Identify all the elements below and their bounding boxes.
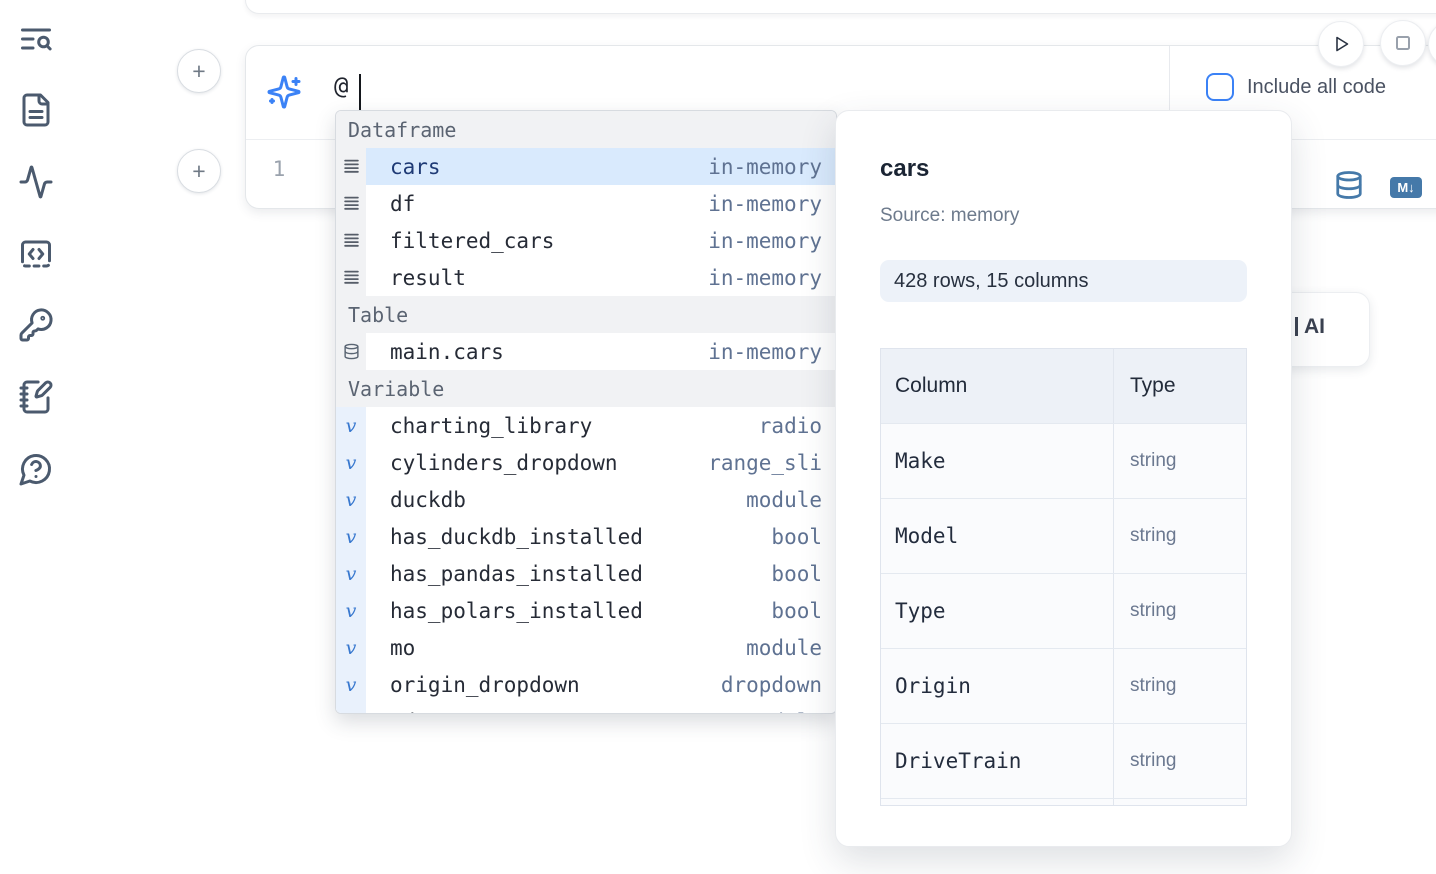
- dataframe-icon: [336, 222, 366, 259]
- autocomplete-item-result[interactable]: result in-memory: [336, 259, 836, 296]
- popup-title: cars: [880, 155, 930, 182]
- dataframe-icon: [336, 148, 366, 185]
- key-icon: [19, 308, 53, 342]
- variable-icon: v: [336, 407, 366, 444]
- section-header-dataframe: Dataframe: [336, 111, 836, 148]
- variable-icon: v: [336, 666, 366, 703]
- section-header-table: Table: [336, 296, 836, 333]
- clipped-letter: [1295, 317, 1298, 336]
- run-cell-button[interactable]: [1318, 21, 1364, 67]
- sidebar-item-contents-search[interactable]: [17, 20, 55, 58]
- autocomplete-item-origin-dropdown[interactable]: v origin_dropdown dropdown: [336, 666, 836, 703]
- variable-icon: v: [336, 592, 366, 629]
- section-header-variable: Variable: [336, 370, 836, 407]
- play-icon: [1336, 36, 1349, 52]
- schema-row-drivetrain: DriveTrain string: [881, 724, 1246, 799]
- sidebar-item-activity[interactable]: [17, 163, 55, 201]
- checkbox-unchecked[interactable]: [1206, 73, 1234, 101]
- autocomplete-item-main-cars[interactable]: main.cars in-memory: [336, 333, 836, 370]
- previous-cell-edge: [245, 0, 1436, 14]
- variable-icon: v: [336, 629, 366, 666]
- schema-row-origin: Origin string: [881, 649, 1246, 724]
- database-icon: [336, 333, 366, 370]
- variable-icon: v: [336, 703, 366, 713]
- schema-table-header: Column Type: [881, 349, 1246, 424]
- sidebar-item-snippets[interactable]: [17, 235, 55, 273]
- sparkles-icon: [266, 74, 302, 110]
- schema-table: Column Type Make string Model string Typ…: [880, 348, 1247, 806]
- autocomplete-item-partial[interactable]: v pd module: [336, 703, 836, 713]
- sidebar-item-documents[interactable]: [17, 91, 55, 129]
- sidebar: [0, 0, 72, 874]
- schema-row-partial: [881, 799, 1246, 805]
- checkbox-label: Include all code: [1247, 75, 1386, 98]
- popup-source: Source: memory: [880, 205, 1020, 226]
- prompt-divider: [1169, 46, 1170, 139]
- autocomplete-dropdown: Dataframe cars in-memory df in-memory fi…: [335, 110, 837, 714]
- autocomplete-item-cylinders-dropdown[interactable]: v cylinders_dropdown range_sli: [336, 444, 836, 481]
- column-header: Column: [881, 349, 1114, 423]
- contents-search-icon: [21, 28, 52, 51]
- sidebar-item-scratchpad[interactable]: [17, 378, 55, 416]
- ai-prompt-input[interactable]: @: [334, 72, 349, 100]
- code-editor-row[interactable]: 1 M↓: [246, 139, 1436, 207]
- ai-card-label: AI: [1304, 315, 1325, 338]
- autocomplete-item-has-duckdb-installed[interactable]: v has_duckdb_installed bool: [336, 518, 836, 555]
- autocomplete-item-charting-library[interactable]: v charting_library radio: [336, 407, 836, 444]
- add-cell-above-button[interactable]: +: [177, 49, 221, 93]
- interrupt-button[interactable]: [1380, 20, 1426, 66]
- variable-icon: v: [336, 555, 366, 592]
- autocomplete-item-duckdb[interactable]: v duckdb module: [336, 481, 836, 518]
- plus-icon: +: [192, 157, 206, 184]
- autocomplete-item-filtered-cars[interactable]: filtered_cars in-memory: [336, 222, 836, 259]
- notebook-edit-icon: [19, 380, 53, 414]
- code-snippet-icon: [21, 240, 51, 268]
- sidebar-item-help[interactable]: [17, 450, 55, 488]
- plus-icon: +: [192, 57, 206, 84]
- help-chat-icon: [19, 453, 52, 486]
- schema-row-make: Make string: [881, 424, 1246, 499]
- autocomplete-item-cars[interactable]: cars in-memory: [336, 148, 836, 185]
- dataframe-icon: [336, 259, 366, 296]
- type-header: Type: [1130, 374, 1176, 397]
- file-document-icon: [22, 93, 50, 127]
- markdown-icon[interactable]: M↓: [1390, 177, 1422, 198]
- variable-icon: v: [336, 518, 366, 555]
- autocomplete-item-mo[interactable]: v mo module: [336, 629, 836, 666]
- schema-row-type: Type string: [881, 574, 1246, 649]
- shape-badge: 428 rows, 15 columns: [880, 260, 1247, 302]
- autocomplete-item-has-pandas-installed[interactable]: v has_pandas_installed bool: [336, 555, 836, 592]
- schema-row-model: Model string: [881, 499, 1246, 574]
- activity-icon: [19, 165, 53, 199]
- text-cursor: [359, 74, 361, 111]
- dataframe-details-popup: cars Source: memory 428 rows, 15 columns…: [835, 110, 1292, 847]
- add-cell-below-button[interactable]: +: [177, 149, 221, 193]
- sidebar-item-secrets[interactable]: [17, 306, 55, 344]
- include-all-code-checkbox[interactable]: Include all code: [1206, 73, 1386, 101]
- database-icon[interactable]: [1334, 170, 1364, 205]
- line-number: 1: [272, 157, 286, 181]
- variable-icon: v: [336, 444, 366, 481]
- variable-icon: v: [336, 481, 366, 518]
- stop-square-icon: [1396, 36, 1410, 50]
- dataframe-icon: [336, 185, 366, 222]
- autocomplete-item-has-polars-installed[interactable]: v has_polars_installed bool: [336, 592, 836, 629]
- autocomplete-item-df[interactable]: df in-memory: [336, 185, 836, 222]
